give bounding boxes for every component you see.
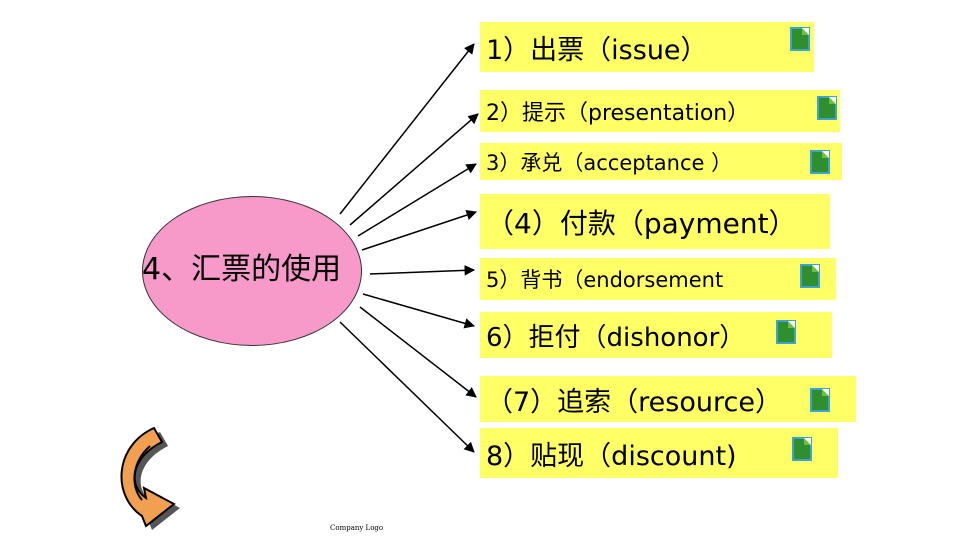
usage-step-5: 5）背书（endorsement: [480, 258, 836, 300]
curved-arrow-icon: [120, 426, 180, 530]
document-icon[interactable]: [810, 150, 830, 174]
document-icon[interactable]: [776, 320, 796, 344]
connector-arrow-2: [349, 113, 479, 226]
document-icon[interactable]: [790, 27, 810, 51]
connector-arrow-7: [359, 306, 477, 398]
usage-step-8: 8）贴现（discount): [480, 428, 838, 478]
usage-step-3: 3）承兑（acceptance ）: [480, 143, 842, 180]
connector-arrow-6: [362, 293, 476, 329]
connector-arrow-8: [339, 321, 475, 453]
connector-arrow-5: [369, 265, 476, 276]
connector-arrows: [339, 43, 479, 453]
center-node-label: 4、汇票的使用: [142, 252, 342, 287]
connector-arrow-1: [339, 43, 475, 215]
usage-step-1: 1）出票（issue）: [480, 22, 814, 72]
usage-step-7: （7）追索（resource）: [480, 376, 856, 422]
company-logo: Company Logo: [330, 524, 384, 532]
document-icon[interactable]: [800, 264, 820, 288]
document-icon[interactable]: [792, 437, 812, 461]
usage-step-4: （4）付款（payment）: [480, 194, 830, 249]
usage-step-6: 6）拒付（dishonor）: [480, 312, 832, 358]
usage-step-2: 2）提示（presentation）: [480, 90, 840, 132]
center-node-ellipse: [142, 196, 362, 346]
document-icon[interactable]: [810, 388, 830, 412]
connector-arrow-3: [357, 163, 477, 237]
document-icon[interactable]: [817, 96, 837, 120]
connector-arrow-4: [361, 210, 477, 251]
